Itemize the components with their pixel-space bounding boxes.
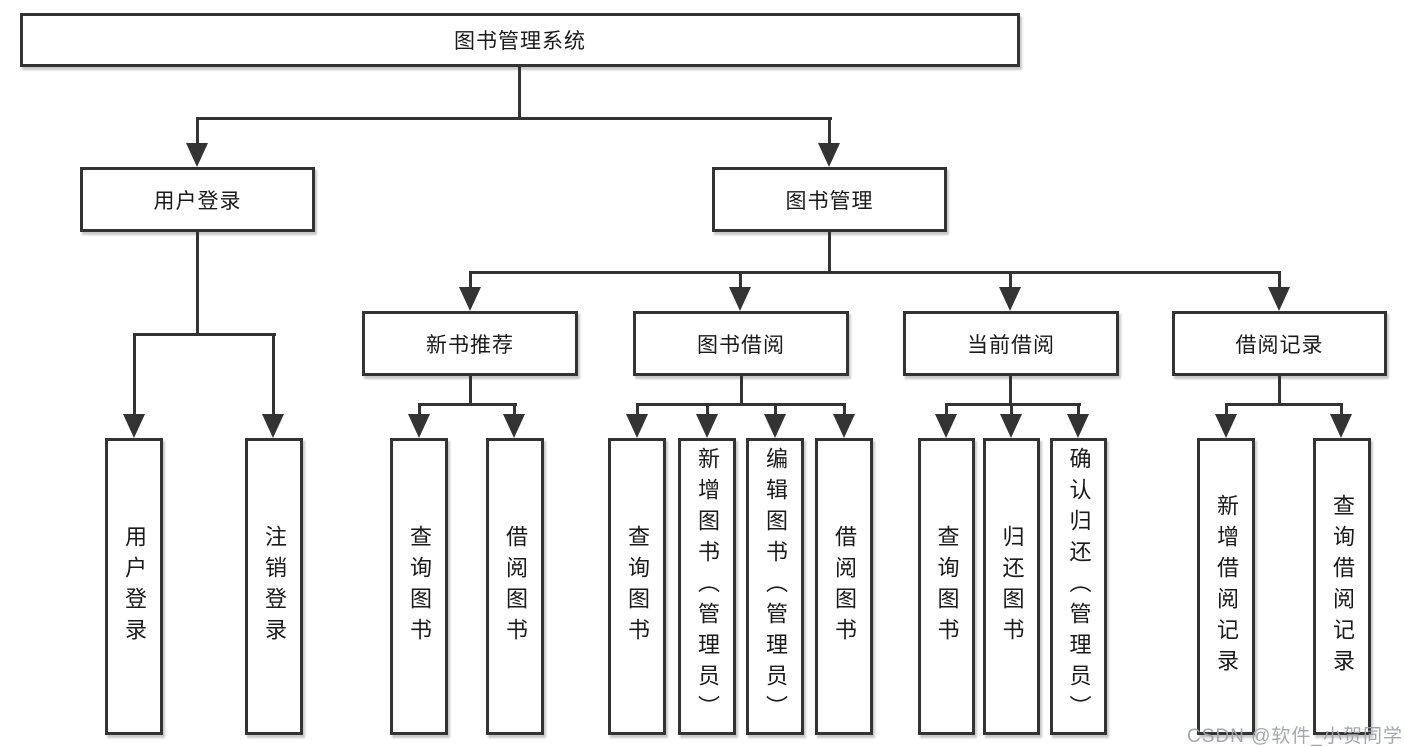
arrow-down-icon — [503, 414, 525, 438]
connector-line — [418, 404, 421, 417]
connector-line — [418, 403, 517, 406]
node-book-management: 图书管理 — [712, 167, 947, 232]
arrow-down-icon — [1268, 287, 1290, 311]
arrow-down-icon — [626, 414, 648, 438]
arrow-down-icon — [729, 287, 751, 311]
node-new-book-recommendation: 新书推荐 — [362, 311, 578, 376]
arrow-down-icon — [1000, 414, 1022, 438]
node-borrowing-records: 借阅记录 — [1172, 311, 1387, 376]
connector-line — [469, 374, 472, 405]
connector-line — [272, 334, 275, 415]
leaf-add-borrow-record: 新增借阅记录 — [1197, 438, 1255, 735]
connector-line — [1278, 272, 1281, 290]
connector-line — [196, 117, 832, 120]
leaf-borrow-books-recommend: 借阅图书 — [486, 438, 544, 735]
connector-line — [1010, 404, 1013, 417]
connector-line — [1340, 404, 1343, 417]
connector-line — [1009, 374, 1012, 405]
leaf-confirm-return-admin: 确认归还（管理员） — [1050, 438, 1107, 735]
arrow-down-icon — [935, 414, 957, 438]
connector-line — [843, 404, 846, 417]
connector-line — [133, 333, 276, 336]
connector-line — [518, 67, 521, 119]
connector-line — [774, 404, 777, 417]
leaf-return-books: 归还图书 — [983, 438, 1040, 735]
arrow-down-icon — [1330, 414, 1352, 438]
node-library-management-system: 图书管理系统 — [20, 13, 1020, 67]
connector-line — [636, 404, 639, 417]
arrow-down-icon — [833, 414, 855, 438]
leaf-query-books-borrowing: 查询图书 — [608, 438, 666, 735]
connector-line — [1077, 404, 1080, 417]
leaf-add-books-admin: 新增图书（管理员） — [678, 438, 736, 735]
leaf-borrow-books-borrowing: 借阅图书 — [815, 438, 873, 735]
leaf-query-borrow-record: 查询借阅记录 — [1313, 438, 1371, 735]
leaf-edit-books-admin: 编辑图书（管理员） — [746, 438, 804, 735]
csdn-watermark: CSDN @软件_小贺同学 — [1187, 726, 1403, 747]
connector-line — [1225, 403, 1343, 406]
arrow-down-icon — [123, 414, 145, 438]
arrow-down-icon — [764, 414, 786, 438]
node-current-borrowing: 当前借阅 — [903, 311, 1119, 376]
arrow-down-icon — [1067, 414, 1089, 438]
connector-line — [469, 271, 1281, 274]
connector-line — [1225, 404, 1228, 417]
leaf-logout: 注销登录 — [245, 438, 303, 735]
arrow-down-icon — [408, 414, 430, 438]
connector-line — [469, 272, 472, 290]
connector-line — [196, 118, 199, 146]
connector-line — [196, 232, 199, 335]
node-user-login: 用户登录 — [80, 167, 315, 232]
connector-line — [739, 272, 742, 290]
connector-line — [1278, 374, 1281, 405]
connector-line — [636, 403, 846, 406]
leaf-query-books-recommend: 查询图书 — [390, 438, 448, 735]
arrow-down-icon — [999, 287, 1021, 311]
connector-line — [133, 334, 136, 415]
arrow-down-icon — [696, 414, 718, 438]
connector-line — [740, 374, 743, 405]
arrow-down-icon — [459, 287, 481, 311]
leaf-user-login: 用户登录 — [105, 438, 163, 735]
arrow-down-icon — [262, 414, 284, 438]
leaf-query-books-current: 查询图书 — [918, 438, 975, 735]
connector-line — [828, 118, 831, 146]
connector-line — [513, 404, 516, 417]
arrow-down-icon — [1215, 414, 1237, 438]
connector-line — [1009, 272, 1012, 290]
connector-line — [945, 403, 1081, 406]
arrow-down-icon — [818, 143, 840, 167]
connector-line — [828, 232, 831, 273]
node-book-borrowing: 图书借阅 — [633, 311, 849, 376]
connector-line — [945, 404, 948, 417]
connector-line — [706, 404, 709, 417]
arrow-down-icon — [186, 143, 208, 167]
